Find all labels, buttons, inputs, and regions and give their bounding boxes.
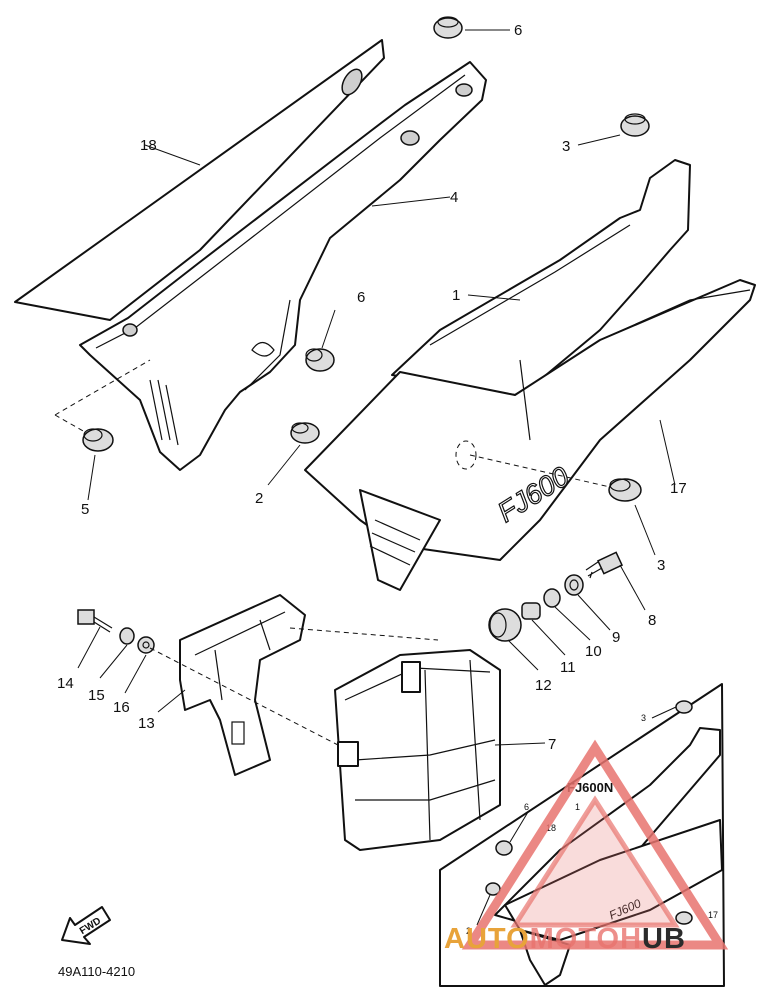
callout-10: 10	[585, 643, 602, 660]
callout-16: 16	[113, 699, 130, 716]
diagram-code: 49A110-4210	[58, 964, 135, 979]
grommet-6-mid	[305, 348, 335, 372]
leader-lines	[54, 29, 676, 746]
part-18-cover	[14, 39, 385, 321]
inset-callout-18: 18	[546, 823, 556, 833]
bolt-14	[77, 609, 113, 633]
watermark-triangle	[461, 739, 729, 950]
inset-model-label: FJ600N	[567, 780, 613, 795]
grommet-12	[488, 608, 522, 642]
callout-11: 11	[560, 659, 576, 676]
grommet-2	[290, 422, 320, 444]
callout-5: 5	[81, 501, 89, 518]
inset-callout-1: 1	[575, 802, 580, 812]
part-4-left-side-cover	[79, 61, 487, 471]
callout-17: 17	[670, 480, 687, 497]
part-13-bracket	[179, 594, 306, 776]
callout-labels: 18 4 6 3 1 6 2 5 17 3 8 9 10 11 12 7 14 …	[57, 22, 687, 753]
callout-9: 9	[612, 629, 620, 646]
callout-8: 8	[648, 612, 656, 629]
inset-callout-2: 2	[466, 926, 471, 936]
callout-12: 12	[535, 677, 552, 694]
callout-1: 1	[452, 287, 460, 304]
callout-18: 18	[140, 137, 157, 154]
callout-3-top: 3	[562, 138, 570, 155]
sleeve-11	[521, 602, 541, 620]
grommet-5	[82, 428, 114, 452]
collar-10	[543, 588, 561, 608]
callout-15: 15	[88, 687, 105, 704]
callout-7: 7	[548, 736, 556, 753]
callout-4: 4	[450, 189, 458, 206]
fwd-arrow: FWD	[61, 906, 111, 945]
washer-15	[119, 627, 135, 645]
watermark: AUTOMOTOHUB	[444, 739, 729, 955]
grommet-6-top	[433, 16, 463, 39]
inset-callout-17: 17	[708, 910, 718, 920]
grommet-3-top	[620, 113, 650, 137]
grommet-3-lower	[608, 478, 642, 502]
callout-6-top: 6	[514, 22, 522, 39]
watermark-text: AUTOMOTOHUB	[444, 923, 686, 955]
part-7-case	[334, 649, 501, 851]
callout-2: 2	[255, 490, 263, 507]
inset-callout-3: 3	[641, 713, 646, 723]
part-1-right-side-cover	[391, 159, 691, 396]
bolt-8	[585, 551, 624, 579]
part-17-lower-cover: FJ600	[304, 279, 756, 591]
callout-13: 13	[138, 715, 155, 732]
callout-3-lower: 3	[657, 557, 665, 574]
washer-9	[564, 574, 584, 596]
callout-6-mid: 6	[357, 289, 365, 306]
inset-callout-6: 6	[524, 802, 529, 812]
washer-16	[137, 636, 155, 654]
callout-14: 14	[57, 675, 74, 692]
